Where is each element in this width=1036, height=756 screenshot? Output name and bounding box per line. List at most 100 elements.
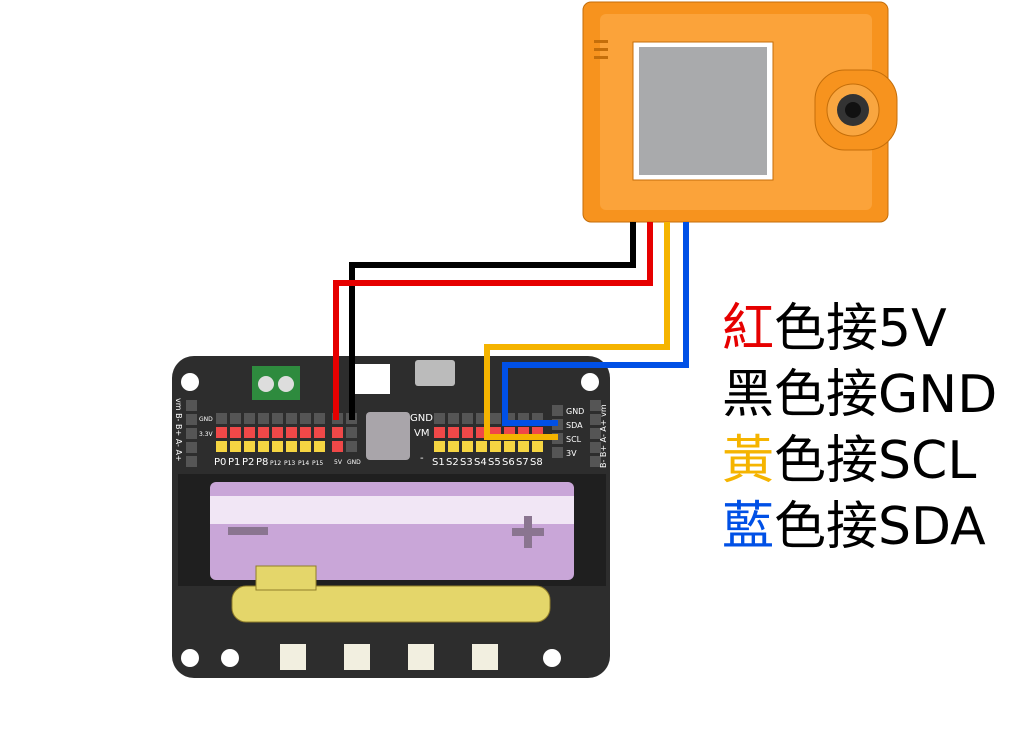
header-pin [434,441,445,452]
header-pin [476,413,487,424]
header-pin [300,427,311,438]
header-pin [230,427,241,438]
pin-label: P1 [228,457,240,468]
header-pin [272,413,283,424]
header-pin [476,441,487,452]
label-minus: - [420,453,424,464]
header-pin [532,441,543,452]
header-pin [462,441,473,452]
header-pin [552,447,563,458]
label-power-gnd: GND [347,459,361,466]
legend-red: 紅色接5V [722,296,997,362]
legend-blue: 藍色接SDA [722,494,997,560]
header-pin [186,414,197,425]
header-pin [332,441,343,452]
header-pin [590,442,601,453]
header-pin [590,400,601,411]
legend-color-word: 紅 [722,299,775,359]
header-pin [448,413,459,424]
header-pin [504,413,515,424]
header-pin [476,427,487,438]
header-pin [504,441,515,452]
header-pin [258,413,269,424]
pin-label: S8 [530,457,543,468]
pin-label: S7 [516,457,529,468]
label-gnd: GND [199,416,213,423]
header-pin [216,427,227,438]
pin-label: S3 [460,457,473,468]
pin-label: P0 [214,457,226,468]
header-pin [258,441,269,452]
camera-module [582,1,898,223]
pin-label: P14 [298,460,309,467]
header-pin [216,413,227,424]
header-pin [532,413,543,424]
header-pin [286,427,297,438]
header-pin [590,428,601,439]
wire-black [349,222,636,420]
label-scl: SCL [566,435,582,444]
label-side-right: B- B+ A- A+ vm [599,404,608,468]
wire-blue [502,222,689,426]
header-pin [186,442,197,453]
header-pin [186,400,197,411]
header-pin [490,427,501,438]
label-vm: VM [414,428,429,439]
legend-text: 色接SCL [774,431,977,491]
label-3v3: 3.3V [199,431,214,438]
header-pin [434,413,445,424]
legend-yellow: 黃色接SCL [722,428,997,494]
wiring-legend: 紅色接5V 黑色接GND 黃色接SCL 藍色接SDA [722,296,997,560]
header-pin [230,413,241,424]
pin-label: S2 [446,457,459,468]
pin-label: S4 [474,457,487,468]
header-pin [332,427,343,438]
header-pin [244,427,255,438]
pin-label: S1 [432,457,445,468]
pin-label: P13 [284,460,295,467]
header-pin [462,427,473,438]
header-pin [490,441,501,452]
header-pin [244,441,255,452]
header-pin [186,428,197,439]
header-pin [434,427,445,438]
header-pin [504,427,515,438]
header-pin [314,427,325,438]
legend-color-word: 黃 [722,431,775,491]
legend-text: 色接5V [774,299,947,359]
header-pin [552,405,563,416]
wires [333,222,689,440]
header-pin [272,441,283,452]
header-pin [346,427,357,438]
header-pin [448,427,459,438]
header-pin [286,413,297,424]
label-3v: 3V [566,449,577,458]
header-pin [286,441,297,452]
pin-label: S5 [488,457,501,468]
header-pin [244,413,255,424]
legend-color-word: 藍 [722,497,775,557]
header-pin [490,413,501,424]
label-5v: 5V [334,459,343,466]
power-switch[interactable] [350,364,390,394]
label-side-left: vm B- B+ A- A+ [174,398,183,462]
header-pin [300,413,311,424]
chip [366,412,410,460]
pin-label: S6 [502,457,515,468]
header-pin [462,413,473,424]
legend-text: 色接SDA [774,497,986,557]
header-pin [590,456,601,467]
header-pin [518,413,529,424]
header-pin [448,441,459,452]
header-pin [230,441,241,452]
camera-screen [639,47,767,175]
header-pin [518,427,529,438]
wire-red [333,222,653,420]
header-pin [518,441,529,452]
expansion-board: GND 3.3V 5V GND GND VM - GND SDA SCL 3V … [172,356,610,678]
label-i2c-gnd: GND [566,407,584,416]
label-sda: SDA [566,421,583,430]
header-pin [532,427,543,438]
usb-port [415,360,455,386]
